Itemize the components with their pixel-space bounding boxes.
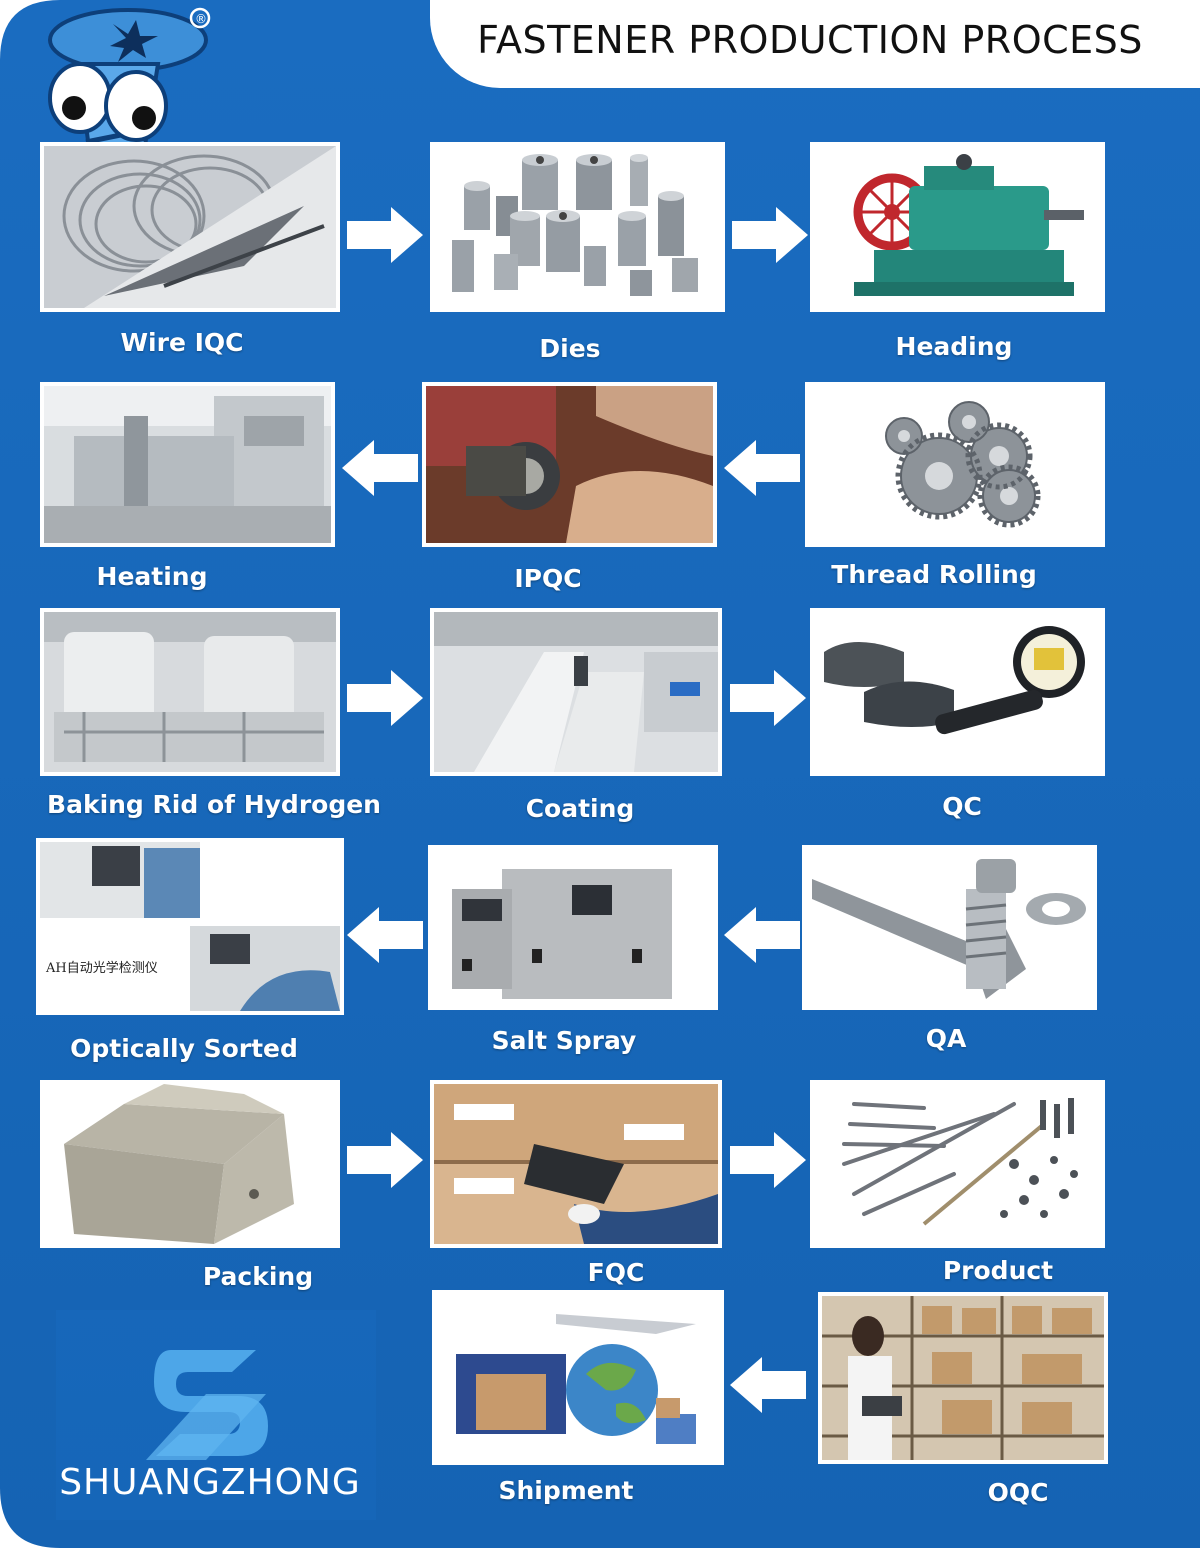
registered-mark: ® (195, 12, 207, 26)
arrow-right-icon (732, 207, 808, 263)
step-label: Salt Spray (491, 1026, 637, 1055)
furnace-photo (40, 382, 335, 547)
step-label: Packing (202, 1262, 314, 1291)
photo-caption: AH自动光学检测仪 (45, 960, 158, 976)
step-label: QA (925, 1024, 967, 1053)
gears-photo (805, 382, 1105, 547)
step-label: Coating (525, 794, 635, 823)
wrench-bolt-photo (802, 845, 1097, 1010)
step-label: Thread Rolling (831, 560, 1037, 589)
screws-assortment-photo (810, 1080, 1105, 1248)
page-title: FASTENER PRODUCTION PROCESS (477, 18, 1143, 62)
step-label: FQC (587, 1258, 645, 1287)
step-label: Wire IQC (120, 328, 244, 357)
carton-box-photo (40, 1080, 340, 1248)
warehouse-photo (818, 1292, 1108, 1464)
dies-photo (430, 142, 725, 312)
globe-logistics-photo (432, 1290, 724, 1465)
step-label: IPQC (514, 564, 582, 593)
step-label: OQC (987, 1478, 1049, 1507)
step-label: Dies (539, 334, 601, 363)
wire-iqc-photo (40, 142, 340, 312)
brand-logo-panel (56, 1310, 376, 1520)
arrow-right-icon (730, 670, 806, 726)
arrow-left-icon (342, 440, 418, 496)
baking-tanks-photo (40, 608, 340, 776)
barcode-scan-photo (430, 1080, 722, 1248)
inspection-photo (422, 382, 717, 547)
gauges-photo (810, 608, 1105, 776)
arrow-left-icon (730, 1357, 806, 1413)
coating-line-photo (430, 608, 722, 776)
arrow-right-icon (730, 1132, 806, 1188)
arrow-right-icon (347, 670, 423, 726)
step-label: Optically Sorted (70, 1034, 298, 1063)
heading-machine-photo (810, 142, 1105, 312)
brand-name: SHUANGZHONG (59, 1462, 361, 1503)
step-label: Heating (96, 562, 208, 591)
arrow-right-icon (347, 1132, 423, 1188)
step-label: Product (942, 1256, 1054, 1285)
salt-spray-chamber-photo (428, 845, 718, 1010)
arrow-right-icon (347, 207, 423, 263)
step-label: QC (942, 792, 982, 821)
step-label: Shipment (498, 1476, 634, 1505)
step-label: Heading (895, 332, 1013, 361)
arrow-left-icon (724, 907, 800, 963)
optical-sorter-photo: AH自动光学检测仪 (36, 838, 344, 1015)
arrow-left-icon (347, 907, 423, 963)
brand-logo-icon (56, 1310, 376, 1520)
title-tab (430, 0, 1200, 88)
arrow-left-icon (724, 440, 800, 496)
step-label: Baking Rid of Hydrogen (47, 790, 381, 819)
